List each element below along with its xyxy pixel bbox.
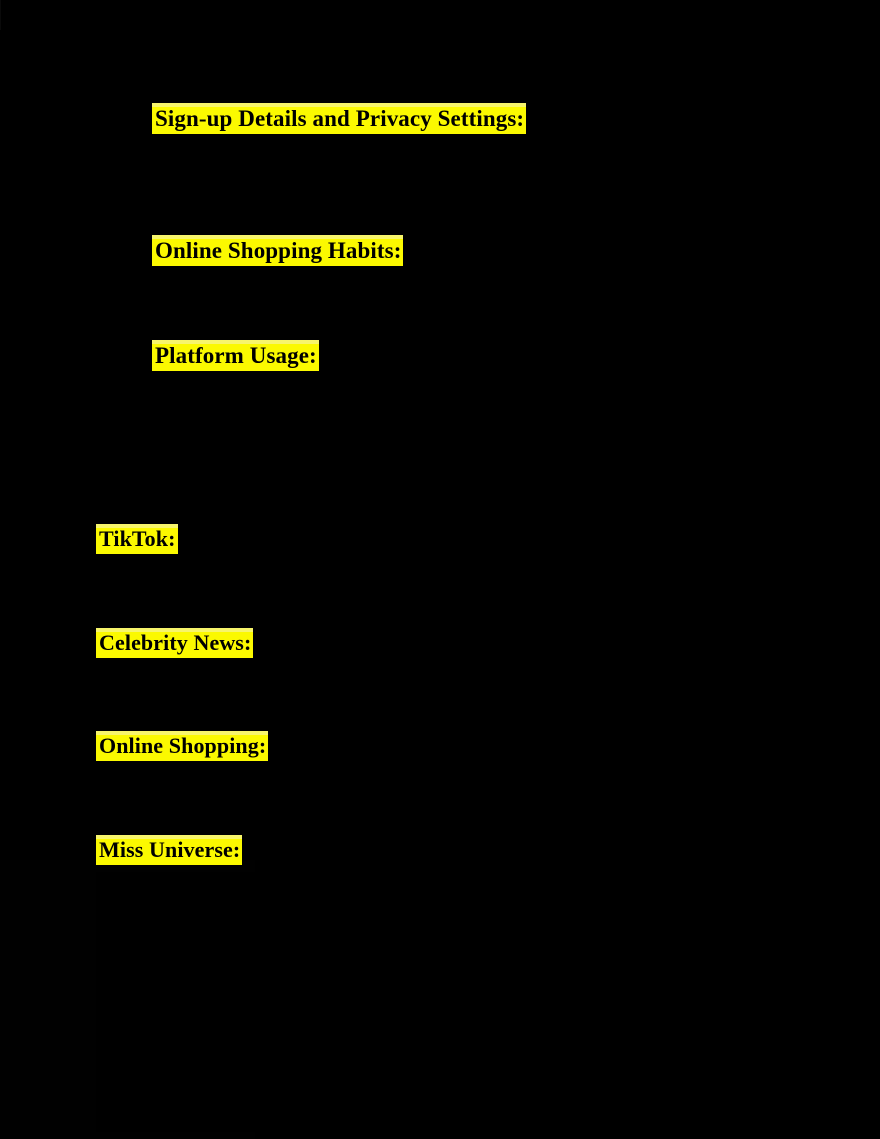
heading-sign-up-details-and-privacy-settings: Sign-up Details and Privacy Settings: bbox=[152, 103, 531, 134]
redacted-paragraph bbox=[96, 378, 786, 513]
redacted-paragraph bbox=[96, 562, 786, 620]
redacted-text-run bbox=[268, 741, 273, 757]
heading-highlight-online-shopping: Online Shopping: bbox=[96, 731, 269, 761]
redacted-paragraph bbox=[96, 872, 786, 1132]
heading-online-shopping-habits: Online Shopping Habits: bbox=[152, 235, 408, 266]
redacted-text-run bbox=[253, 638, 258, 654]
redacted-paragraph bbox=[96, 770, 786, 828]
page-corner-mark bbox=[0, 0, 1, 30]
heading-highlight-tiktok: TikTok: bbox=[96, 524, 178, 554]
heading-highlight-online-shopping-habits: Online Shopping Habits: bbox=[152, 235, 404, 266]
heading-highlight-sign-up-details-and-privacy-settings: Sign-up Details and Privacy Settings: bbox=[152, 103, 527, 134]
redacted-paragraph bbox=[96, 140, 786, 225]
heading-platform-usage: Platform Usage: bbox=[152, 340, 323, 371]
heading-highlight-platform-usage: Platform Usage: bbox=[152, 340, 319, 371]
redacted-text-run bbox=[526, 114, 531, 130]
redacted-text-run bbox=[242, 845, 247, 861]
heading-miss-universe: Miss Universe: bbox=[96, 835, 247, 865]
heading-highlight-celebrity-news: Celebrity News: bbox=[96, 628, 254, 658]
redacted-paragraph bbox=[96, 666, 786, 724]
heading-celebrity-news: Celebrity News: bbox=[96, 628, 258, 658]
heading-tiktok: TikTok: bbox=[96, 524, 182, 554]
redacted-text-run bbox=[318, 351, 323, 367]
heading-highlight-miss-universe: Miss Universe: bbox=[96, 835, 243, 865]
redacted-paragraph bbox=[96, 272, 786, 332]
heading-online-shopping: Online Shopping: bbox=[96, 731, 273, 761]
redacted-text-run bbox=[403, 246, 408, 262]
redacted-text-run bbox=[177, 534, 182, 550]
